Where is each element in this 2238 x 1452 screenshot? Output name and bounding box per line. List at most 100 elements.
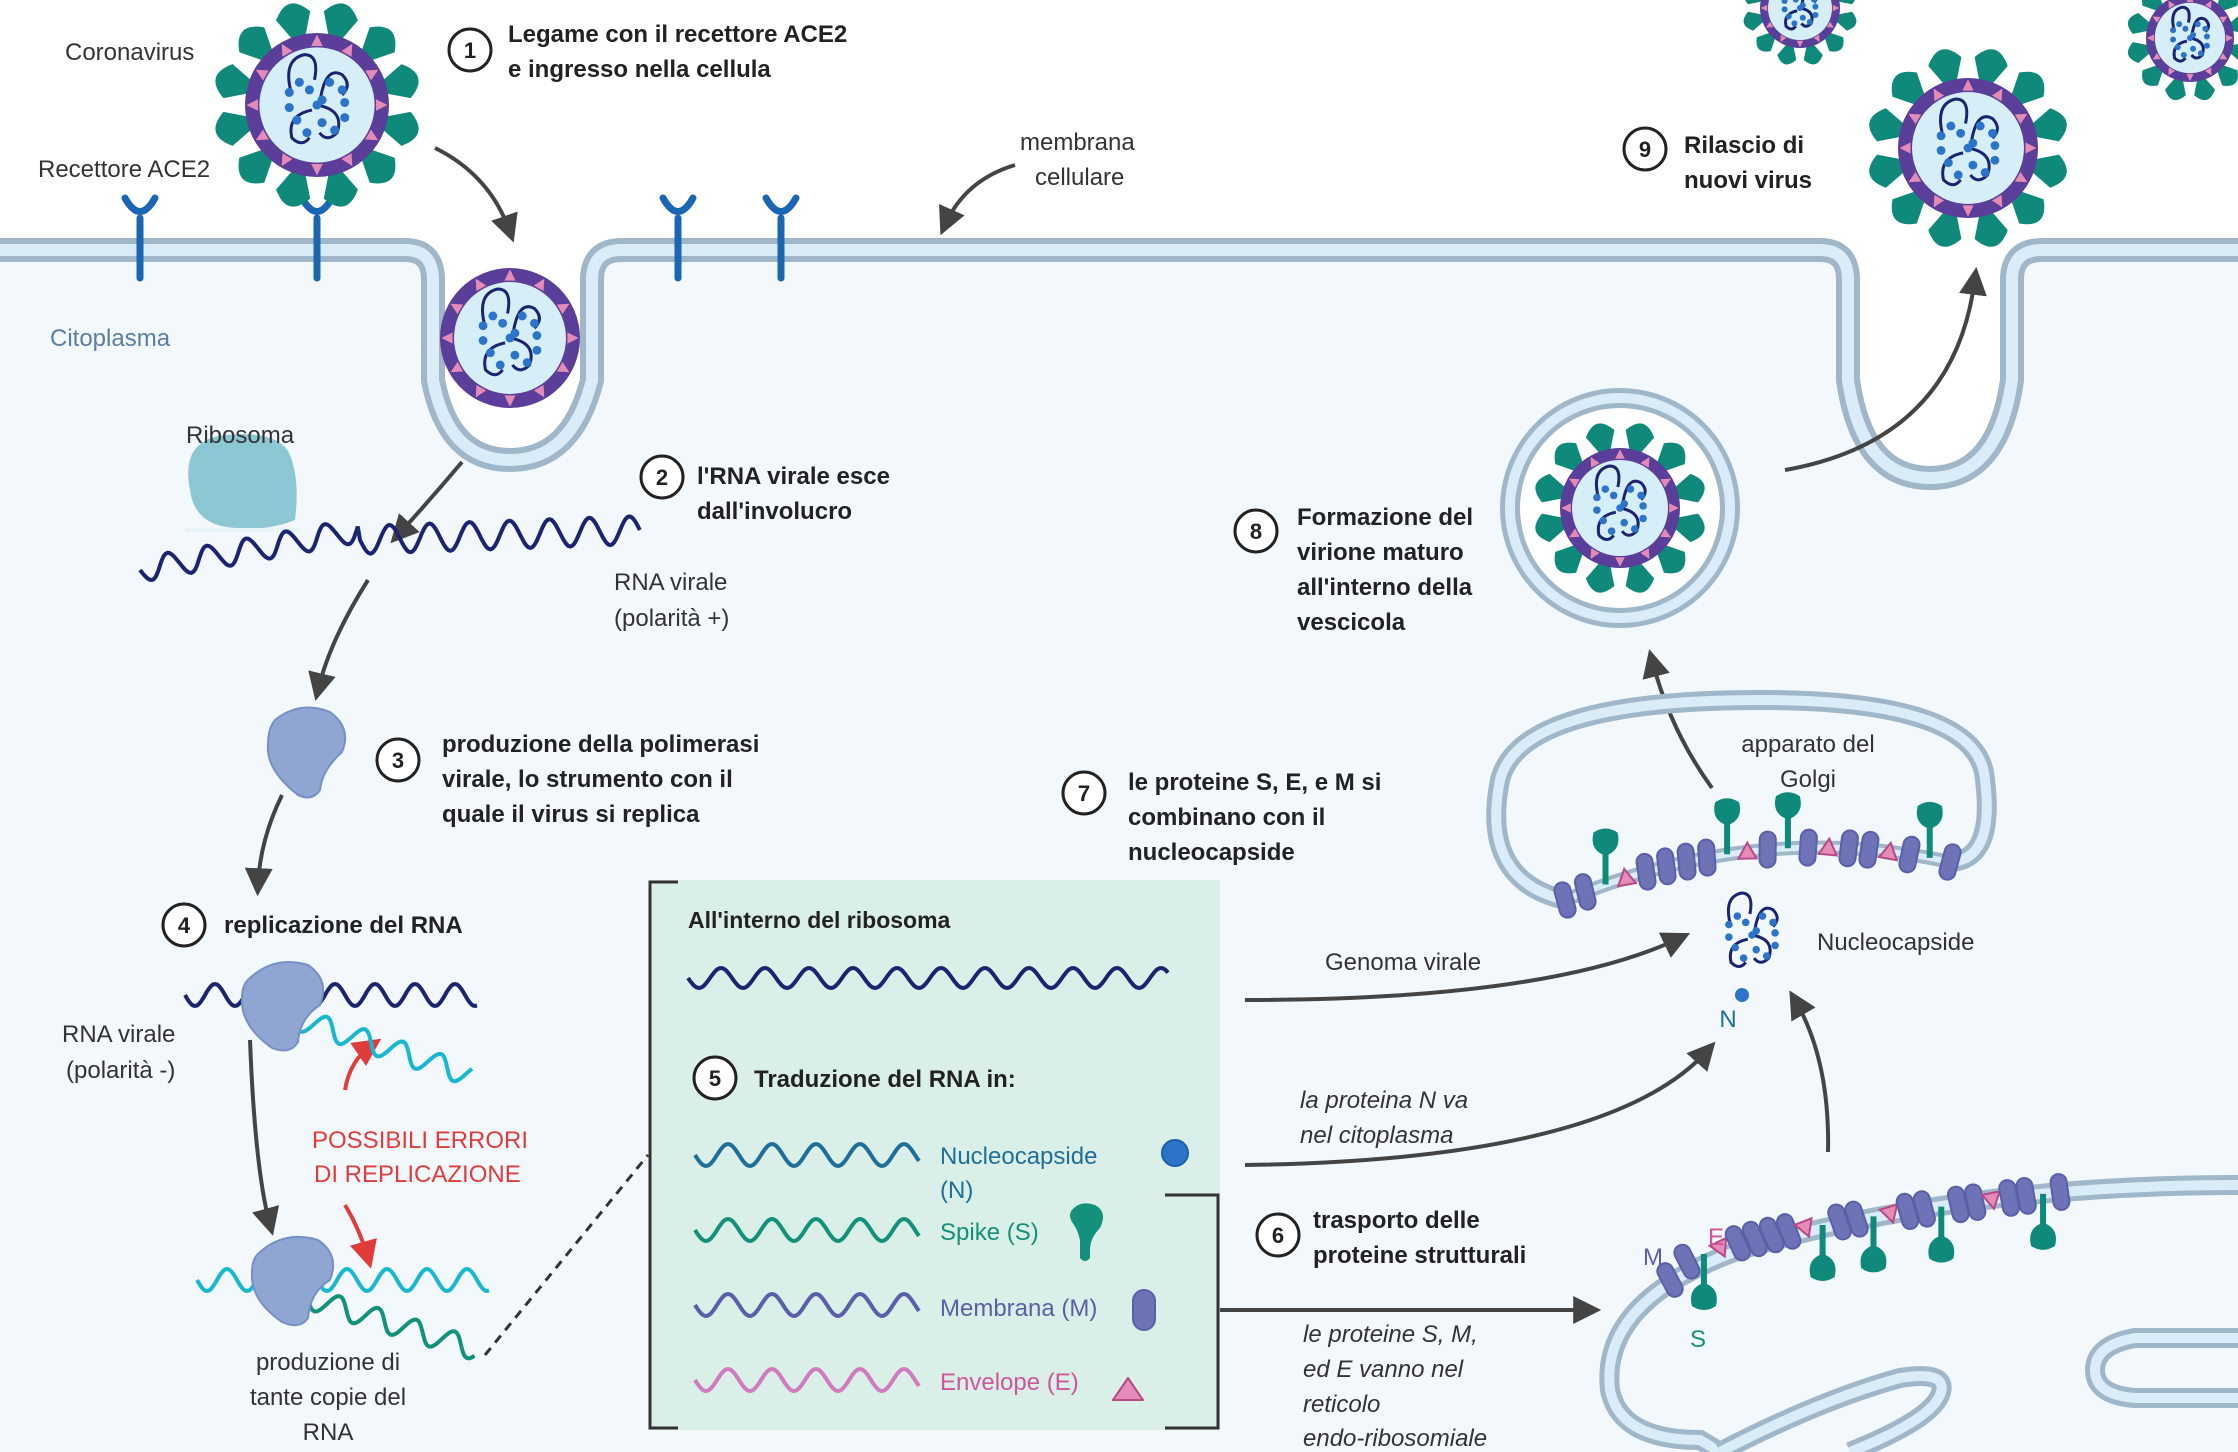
envelope-protein-icon: [2014, 171, 2028, 183]
rna-coil: [1939, 97, 1969, 139]
step-7-text-line3: nucleocapside: [1128, 839, 1295, 866]
rna-copy-strand: [195, 1266, 490, 1294]
n-protein-dot: [1990, 141, 2000, 150]
membrane-protein-icon: [1724, 1225, 1751, 1262]
translation-item-membrane-label: Membrana (M): [940, 1295, 1097, 1322]
envelope-protein-icon: [1908, 171, 1922, 183]
envelope-protein-icon: [567, 332, 579, 344]
er-label-line3: reticolo: [1303, 1391, 1380, 1418]
membrane-protein-icon: [1775, 1213, 1802, 1250]
copies-label-line1: produzione di: [256, 1349, 400, 1376]
spike-protein-icon: [276, 167, 311, 207]
rna-positive-label-line2: (polarità +): [614, 605, 729, 632]
spike-protein-icon: [1891, 71, 1926, 106]
n-protein-dot: [1607, 527, 1616, 535]
envelope-protein-icon: [2219, 52, 2228, 60]
arrow-step2: [390, 460, 464, 544]
step-number: 4: [178, 913, 191, 938]
genome-label: Genoma virale: [1325, 949, 1481, 976]
step-4-badge: 4: [161, 902, 207, 948]
envelope-protein-icon: [1832, 4, 1840, 12]
n-protein-dot: [1785, 13, 1792, 20]
n-protein-dot: [1593, 493, 1601, 502]
spike-protein-icon: [379, 64, 419, 99]
step-number-circle: [161, 902, 207, 948]
rna-copy-strand: [293, 1014, 474, 1084]
rna-coil: [289, 108, 313, 145]
envelope-protein-icon: [311, 34, 323, 46]
n-protein-dot: [495, 360, 505, 370]
envelope-protein-icon: [1569, 528, 1580, 538]
n-protein-dot: [532, 345, 542, 355]
n-protein-dot: [1791, 20, 1798, 27]
ace2-receptor-icon: [659, 194, 697, 282]
coronavirus-icon: [215, 3, 419, 207]
rna-membrane: [693, 1292, 921, 1318]
step-number-circle: [639, 454, 685, 500]
envelope-protein-icon: [341, 153, 353, 167]
envelope-protein-icon: [376, 99, 388, 111]
step-7-text-line2: combinano con il: [1128, 804, 1325, 831]
step-3-badge: 3: [375, 737, 421, 783]
spike-protein-icon: [1974, 49, 2008, 88]
step-number-circle: [1061, 770, 1107, 816]
spike-protein-icon: [323, 3, 358, 43]
spike-protein-icon: [1809, 1224, 1836, 1281]
n-protein-dot: [1781, 6, 1788, 13]
polymerase-icon: [266, 706, 346, 799]
n-protein-dot: [1630, 525, 1639, 533]
step-7-badge: 7: [1061, 770, 1107, 816]
envelope-protein-icon: [1933, 88, 1945, 102]
envelope-protein-icon: [1640, 548, 1650, 559]
n-protein-dot: [488, 311, 498, 321]
n-protein-dot: [304, 85, 314, 95]
n-protein-dot: [2202, 25, 2209, 32]
n-protein-dot: [1811, 0, 1817, 3]
arrow-n-protein: [1244, 1041, 1716, 1167]
envelope-protein-icon: [281, 153, 293, 167]
envelope-protein-icon: [2152, 52, 2161, 60]
step-number-circle: [1233, 508, 1279, 554]
rna-coil: [1595, 464, 1621, 501]
golgi-label-line1: apparato del: [1741, 731, 1874, 758]
spike-protein-icon: [1777, 42, 1797, 65]
envelope-protein-icon: [475, 278, 487, 292]
envelope-protein-icon: [1760, 4, 1768, 12]
n-protein-dot: [1735, 988, 1749, 1002]
spike-protein-icon: [360, 148, 396, 184]
step-3-text-line1: produzione della polimerasi: [442, 731, 759, 758]
envelope-protein-icon: [1813, 34, 1820, 42]
spike-protein-icon: [215, 64, 255, 99]
spike-protein-icon: [1891, 190, 1926, 225]
translation-item-nucleocapsid-label: Nucleocapside: [940, 1143, 1097, 1170]
n-protein-dot: [1968, 160, 1978, 170]
n-protein-dot: [292, 115, 302, 125]
n-protein-dot: [1752, 945, 1760, 954]
n-protein-dot: [1988, 128, 1997, 138]
n-protein-dot: [478, 336, 488, 345]
rna-negative-label-line1: RNA virale: [62, 1021, 175, 1048]
n-protein-dot: [1752, 927, 1760, 935]
step-number: 8: [1250, 519, 1262, 544]
envelope-protein-icon: [1660, 478, 1671, 488]
nucleocapsid-protein-icon: [1161, 1139, 1189, 1167]
step-number: 5: [709, 1066, 721, 1091]
spike-protein-icon: [1928, 49, 1962, 88]
envelope-protein-icon: [2204, 67, 2212, 76]
step-number-circle: [375, 737, 421, 783]
n-protein-dot: [2203, 42, 2210, 49]
spike-protein-icon: [2194, 76, 2215, 101]
envelope-protein-icon: [1796, 40, 1804, 48]
ace2-receptor-label: Recettore ACE2: [38, 156, 210, 183]
n-protein-dot: [2182, 25, 2189, 32]
spike-protein-icon: [1625, 423, 1655, 456]
envelope-protein-icon: [365, 129, 379, 141]
rna-coil: [1728, 937, 1749, 968]
coronavirus-label: Coronavirus: [65, 39, 194, 66]
envelope-protein-icon: [2204, 0, 2212, 9]
ribosome-rna-strand: [686, 966, 1170, 990]
spike-protein-icon: [1714, 798, 1741, 855]
ace2-receptors: [121, 194, 800, 282]
n-protein-dot: [1620, 518, 1628, 527]
envelope-protein-icon: [1616, 866, 1638, 888]
